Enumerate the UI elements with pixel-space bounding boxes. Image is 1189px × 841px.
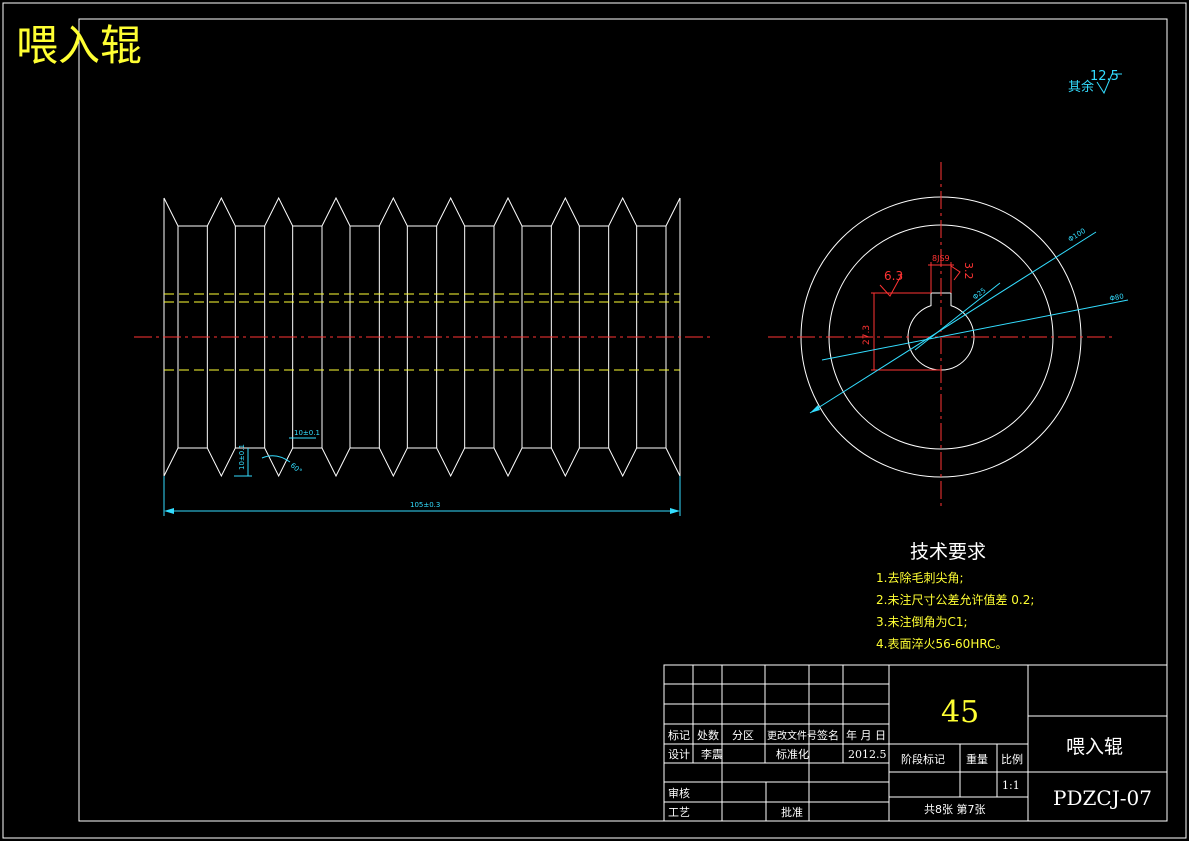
header-date: 年 月 日 <box>846 728 886 742</box>
roughness-symbol-icon <box>879 273 903 297</box>
design-label: 设计 <box>668 748 690 761</box>
roughness-symbol-icon <box>950 265 961 281</box>
leader-outer-diameter <box>809 231 1097 414</box>
angle-arc <box>261 455 291 463</box>
drawing-title: 喂入辊 <box>16 21 142 70</box>
technical-requirements: 技术要求 1.去除毛刺尖角; 2.未注尺寸公差允许值差 0.2; 3.未注倒角为… <box>876 541 1034 651</box>
dim-inner-diameter: Φ80 <box>1109 292 1125 303</box>
design-date: 2012.5 <box>848 748 887 761</box>
part-name: 喂入辊 <box>1066 736 1123 758</box>
tech-req-item: 3.未注倒角为C1; <box>876 614 968 629</box>
leader-inner-diameter <box>821 299 1129 361</box>
arrow-icon <box>670 508 680 514</box>
review-label: 审核 <box>668 786 690 800</box>
drawing-number: PDZCJ-07 <box>1053 786 1152 810</box>
header-count: 处数 <box>697 729 719 742</box>
rough-key-side: 3.2 <box>962 262 975 280</box>
leader-bore <box>914 282 1001 351</box>
inner-frame <box>78 18 1168 822</box>
front-view: 105±0.3 10±0.1 10±0.1 60° <box>134 196 712 516</box>
tech-req-heading: 技术要求 <box>910 541 986 563</box>
side-view: 27.3 8JS9 6.3 3.2 Φ100 Φ80 Φ25 <box>768 162 1129 508</box>
dim-key-depth: 27.3 <box>862 325 872 345</box>
process-label: 工艺 <box>668 806 690 819</box>
dim-groove-angle: 60° <box>289 461 304 475</box>
bore-keyway <box>907 292 975 371</box>
stage-label: 阶段标记 <box>901 752 945 766</box>
dim-length: 105±0.3 <box>410 501 440 509</box>
dim-groove-depth: 10±0.1 <box>238 444 246 470</box>
title-block-text: 45 喂入辊 PDZCJ-07 标记 处数 分区 更改文件号 签名 年 月 日 … <box>668 695 1152 819</box>
sheet-count: 共8张 第7张 <box>924 802 986 816</box>
title-block <box>663 664 1168 822</box>
tech-req-item: 1.去除毛刺尖角; <box>876 570 964 585</box>
standardize-label: 标准化 <box>776 747 809 761</box>
dim-key-width: 8JS9 <box>932 254 950 263</box>
roughness-symbol-icon <box>1096 73 1122 95</box>
header-zone: 分区 <box>732 729 754 742</box>
dim-outer-diameter: Φ100 <box>1067 227 1087 244</box>
roughness-note: 其余 12.5 <box>1068 69 1122 95</box>
dim-groove-width: 10±0.1 <box>294 429 320 437</box>
header-mark: 标记 <box>668 728 690 742</box>
arrow-icon <box>810 405 820 413</box>
weight-label: 重量 <box>966 752 988 766</box>
roller-profile-bottom <box>163 447 681 478</box>
rough-key-bottom: 6.3 <box>884 269 903 283</box>
roller-profile-top <box>163 196 681 227</box>
arrow-icon <box>164 508 174 514</box>
tech-req-item: 2.未注尺寸公差允许值差 0.2; <box>876 592 1034 607</box>
approve-label: 批准 <box>781 805 803 819</box>
scale-value: 1:1 <box>1002 779 1020 792</box>
tech-req-item: 4.表面淬火56-60HRC。 <box>876 636 1007 651</box>
scale-label: 比例 <box>1001 752 1023 766</box>
header-sign: 签名 <box>817 728 839 742</box>
material: 45 <box>941 695 979 730</box>
header-change-doc: 更改文件号 <box>767 729 817 742</box>
roughness-note-value: 12.5 <box>1090 69 1119 84</box>
roughness-note-label: 其余 <box>1068 79 1094 95</box>
designer: 李震 <box>701 747 723 761</box>
